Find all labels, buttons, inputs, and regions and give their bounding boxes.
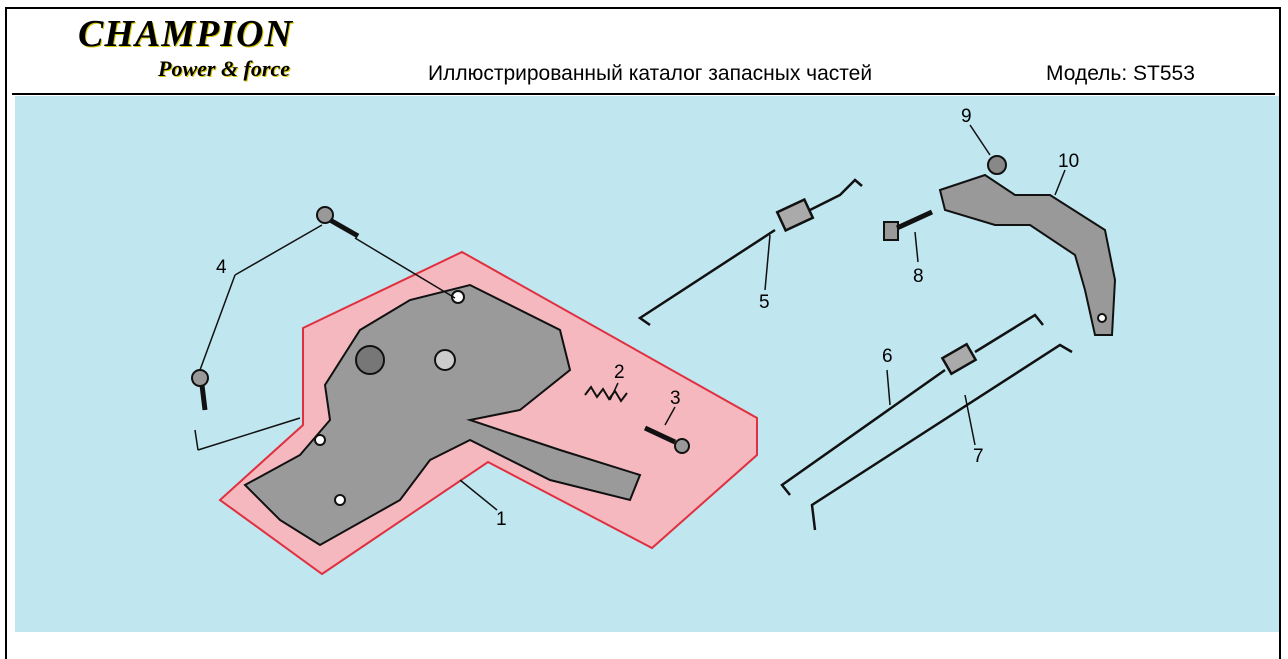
rod-part-7: [810, 343, 1073, 531]
callout-2: 2: [614, 362, 625, 383]
model-label: Модель: ST553: [1046, 62, 1195, 85]
header-divider: [12, 93, 1275, 95]
throttle-control-plate: [243, 283, 642, 547]
callout-5: 5: [759, 292, 770, 313]
lever-part-10: [938, 173, 1117, 336]
callout-8: 8: [913, 266, 924, 287]
champion-logo: CHAMPION Power & force: [78, 13, 293, 81]
catalog-title: Иллюстрированный каталог запасных частей: [428, 62, 873, 85]
bolt-part-8: [883, 209, 934, 241]
callout-7: 7: [973, 446, 984, 467]
leader-lines: [194, 124, 1066, 511]
bolt-part-4: [191, 206, 360, 411]
callout-10: 10: [1058, 151, 1079, 172]
callout-1: 1: [496, 509, 507, 530]
rod-part-6: [780, 313, 1044, 496]
bolt-part-3: [643, 425, 690, 454]
spring-part-2: [584, 385, 628, 403]
nut-part-9: [987, 155, 1007, 175]
callout-6: 6: [882, 346, 893, 367]
logo-tagline: Power & force: [158, 56, 290, 81]
callout-4: 4: [216, 257, 227, 278]
callout-3: 3: [670, 388, 681, 409]
callout-9: 9: [961, 106, 972, 127]
page-frame: [5, 7, 1281, 659]
logo-brand: CHAMPION: [78, 13, 293, 55]
rod-part-5: [637, 178, 863, 327]
